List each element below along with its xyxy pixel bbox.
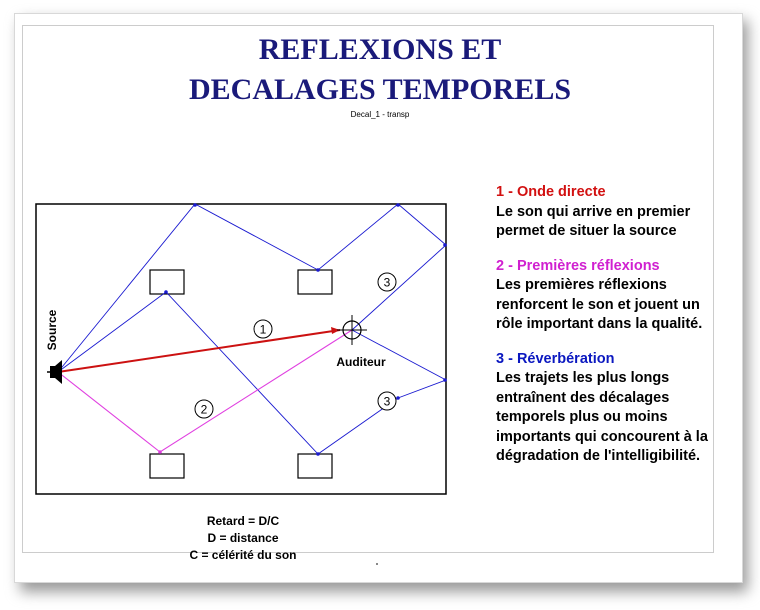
slide-inner-frame	[22, 25, 714, 553]
reverberation-paths	[57, 203, 447, 455]
legend-text-direct-wave: Le son qui arrive en premier permet de s…	[496, 203, 691, 240]
obstacle-top-left	[149, 269, 185, 295]
path-number-3-bottom: 3	[377, 391, 397, 411]
path-number-3-top: 3	[377, 272, 397, 292]
arrowhead	[164, 290, 168, 294]
legend-heading-first-reflections: 2 - Premières réflexions	[496, 257, 660, 274]
legend-text-first-reflections: Les premières réflexions renforcent le s…	[496, 277, 703, 332]
arrowhead	[193, 203, 197, 207]
source-label: Source	[45, 309, 59, 350]
obstacle-bottom-right	[297, 453, 333, 479]
arrowhead	[396, 396, 400, 400]
title-line-2: DECALAGES TEMPORELS	[188, 73, 572, 106]
delay-formula-caption: Retard = D/C D = distance C = célérité d…	[158, 513, 328, 564]
reverb-arrowheads	[164, 203, 447, 456]
reverb-path-top	[57, 203, 447, 373]
arrowhead	[396, 203, 400, 207]
arrowhead	[443, 243, 447, 247]
path-number-1-text: 1	[260, 323, 267, 337]
caption-line-3: C = célérité du son	[189, 548, 297, 562]
legend-heading-reverberation: 3 - Réverbération	[496, 350, 615, 367]
arrowhead	[316, 268, 320, 272]
stray-dot	[376, 563, 378, 565]
path-number-2: 2	[194, 399, 214, 419]
path-number-3-top-text: 3	[384, 276, 391, 290]
title-line-1: REFLEXIONS ET	[258, 33, 502, 66]
page-title: REFLEXIONS ET DECALAGES TEMPORELS	[0, 30, 760, 110]
listener-label: Auditeur	[336, 355, 386, 369]
path-number-2-text: 2	[201, 403, 208, 417]
direct-wave-arrowhead	[331, 327, 340, 334]
caption-line-1: Retard = D/C	[206, 514, 280, 528]
obstacle-bottom-left	[149, 453, 185, 479]
path-number-1: 1	[253, 319, 273, 339]
arrowhead	[316, 452, 320, 456]
room-outline	[35, 203, 447, 495]
subtitle: Decal_1 - transp	[350, 110, 410, 119]
legend-text-reverberation: Les trajets les plus longs entraînent de…	[496, 370, 708, 464]
reverb-path-right	[351, 329, 447, 381]
arrowhead	[443, 378, 447, 382]
path-number-3-bottom-text: 3	[384, 395, 391, 409]
arrowhead	[158, 450, 162, 454]
first-reflection-path	[57, 329, 353, 453]
speaker-icon	[47, 360, 62, 384]
reverb-path-middle	[57, 291, 447, 455]
caption-line-2: D = distance	[207, 531, 279, 545]
direct-wave-path	[57, 329, 341, 373]
legend-heading-direct-wave: 1 - Onde directe	[496, 184, 606, 200]
legend-panel: 1 - Onde directe Le son qui arrive en pr…	[496, 183, 728, 482]
listener-crosshair-icon	[337, 315, 367, 345]
obstacle-top-right	[297, 269, 333, 295]
